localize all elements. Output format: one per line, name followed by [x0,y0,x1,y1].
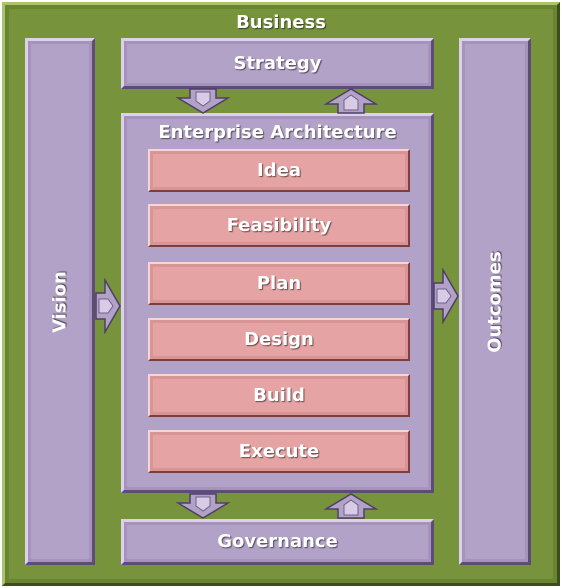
stage-idea: Idea [148,149,410,192]
stage-label: Feasibility [226,214,332,236]
outcomes-box: Outcomes [459,38,531,565]
stage-label: Idea [257,159,301,181]
enterprise-architecture-label: Enterprise Architecture [158,122,397,143]
governance-box: Governance [121,519,434,565]
arrow-up-icon [324,493,378,519]
stage-design: Design [148,318,410,361]
stage-label: Design [244,328,314,350]
strategy-box: Strategy [121,38,434,89]
stage-label: Build [253,384,305,406]
strategy-label: Strategy [233,52,322,74]
governance-label: Governance [217,531,338,552]
stage-feasibility: Feasibility [148,204,410,247]
outcomes-label: Outcomes [484,250,506,353]
stage-label: Execute [238,440,320,462]
arrow-up-icon [324,88,378,114]
arrow-right-icon [433,268,459,324]
arrow-down-icon [176,493,230,519]
stage-build: Build [148,374,410,417]
stage-label: Plan [256,272,302,294]
vision-box: Vision [25,38,95,565]
vision-label: Vision [49,270,71,333]
business-label: Business [236,12,326,33]
arrow-right-icon [95,278,121,334]
stage-plan: Plan [148,262,410,305]
arrow-down-icon [176,88,230,114]
stage-execute: Execute [148,430,410,473]
